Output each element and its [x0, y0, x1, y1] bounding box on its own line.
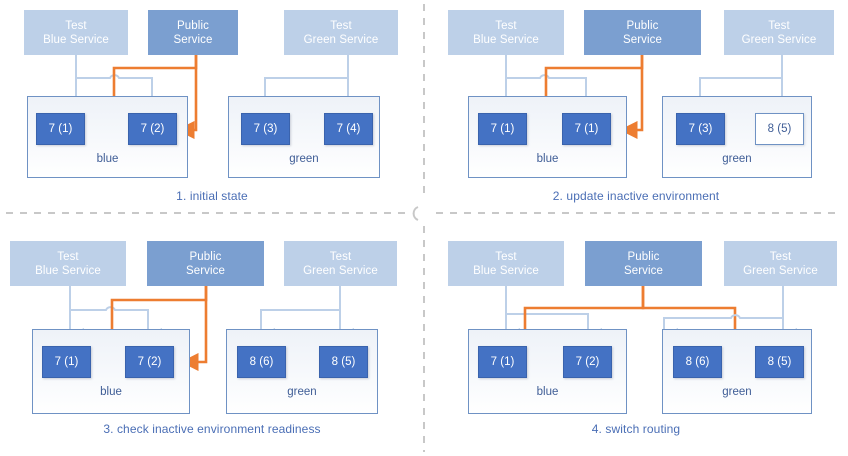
service-test-blue[interactable]: Test Blue Service: [448, 10, 564, 55]
service-test-blue[interactable]: Test Blue Service: [10, 241, 126, 286]
instance-box[interactable]: 7 (1): [42, 346, 91, 378]
service-test-blue[interactable]: Test Blue Service: [448, 241, 564, 286]
service-test-green[interactable]: Test Green Service: [284, 241, 397, 286]
service-test-blue[interactable]: Test Blue Service: [24, 10, 128, 55]
service-public-label: Public Service: [173, 19, 213, 46]
instance-label: 7 (1): [48, 123, 73, 135]
instance-label: 8 (6): [685, 356, 710, 368]
instance-box[interactable]: 7 (3): [241, 113, 290, 145]
instance-box[interactable]: 8 (5): [319, 346, 368, 378]
instance-box[interactable]: 7 (3): [676, 113, 725, 145]
instance-label: 8 (5): [767, 123, 792, 135]
service-public-label: Public Service: [623, 250, 664, 277]
instance-box[interactable]: 7 (2): [125, 346, 174, 378]
panel-1-caption: 1. initial state: [176, 189, 248, 203]
env-blue-label: blue: [100, 386, 122, 398]
service-public[interactable]: Public Service: [585, 241, 702, 286]
service-test-blue-label: Test Blue Service: [473, 250, 539, 277]
instance-label: 7 (2): [575, 356, 600, 368]
panel-3-caption: 3. check inactive environment readiness: [103, 422, 321, 436]
panel-2-caption: 2. update inactive environment: [552, 189, 720, 203]
service-public-label: Public Service: [622, 19, 663, 46]
panel-4: Test Blue Service Public Service Test Gr…: [424, 228, 848, 456]
instance-box[interactable]: 8 (6): [673, 346, 722, 378]
env-blue-label: blue: [536, 153, 559, 165]
service-test-green-label: Test Green Service: [303, 250, 378, 277]
service-public[interactable]: Public Service: [148, 10, 238, 55]
service-public-label: Public Service: [185, 250, 226, 277]
service-test-green-label: Test Green Service: [303, 19, 379, 46]
instance-box[interactable]: 7 (1): [36, 113, 85, 145]
instance-box[interactable]: 7 (2): [128, 113, 177, 145]
service-test-green[interactable]: Test Green Service: [284, 10, 398, 55]
instance-label: 8 (5): [767, 356, 792, 368]
panel-1: Test Blue Service Public Service Test Gr…: [0, 0, 424, 228]
env-blue-label: blue: [96, 153, 119, 165]
instance-label: 8 (5): [331, 356, 356, 368]
env-green-label: green: [722, 386, 752, 398]
instance-box[interactable]: 7 (1): [562, 113, 611, 145]
service-public[interactable]: Public Service: [147, 241, 264, 286]
instance-box[interactable]: 7 (2): [563, 346, 612, 378]
service-test-blue-label: Test Blue Service: [35, 250, 101, 277]
env-green-label: green: [289, 153, 319, 165]
instance-label: 7 (3): [688, 123, 713, 135]
instance-label: 7 (2): [140, 123, 165, 135]
instance-box[interactable]: 8 (5): [755, 113, 804, 145]
service-test-green-label: Test Green Service: [743, 250, 818, 277]
panel-2: Test Blue Service Public Service Test Gr…: [424, 0, 848, 228]
instance-label: 7 (3): [253, 123, 278, 135]
instance-label: 7 (1): [490, 123, 515, 135]
instance-label: 7 (1): [574, 123, 599, 135]
instance-box[interactable]: 7 (4): [324, 113, 373, 145]
env-green-label: green: [287, 386, 317, 398]
env-blue-label: blue: [536, 386, 559, 398]
instance-label: 7 (1): [490, 356, 515, 368]
panel-3: Test Blue Service Public Service Test Gr…: [0, 228, 424, 456]
instance-label: 7 (1): [54, 356, 79, 368]
instance-label: 8 (6): [249, 356, 274, 368]
env-green-label: green: [722, 153, 752, 165]
instance-label: 7 (2): [137, 356, 162, 368]
service-test-blue-label: Test Blue Service: [43, 19, 109, 46]
instance-box[interactable]: 8 (5): [755, 346, 804, 378]
instance-box[interactable]: 8 (6): [237, 346, 286, 378]
service-test-green-label: Test Green Service: [741, 19, 817, 46]
instance-box[interactable]: 7 (1): [478, 346, 527, 378]
instance-label: 7 (4): [336, 123, 361, 135]
service-test-green[interactable]: Test Green Service: [724, 10, 834, 55]
service-public[interactable]: Public Service: [584, 10, 701, 55]
panel-4-caption: 4. switch routing: [591, 422, 681, 436]
instance-box[interactable]: 7 (1): [478, 113, 527, 145]
service-test-green[interactable]: Test Green Service: [724, 241, 837, 286]
service-test-blue-label: Test Blue Service: [473, 19, 539, 46]
